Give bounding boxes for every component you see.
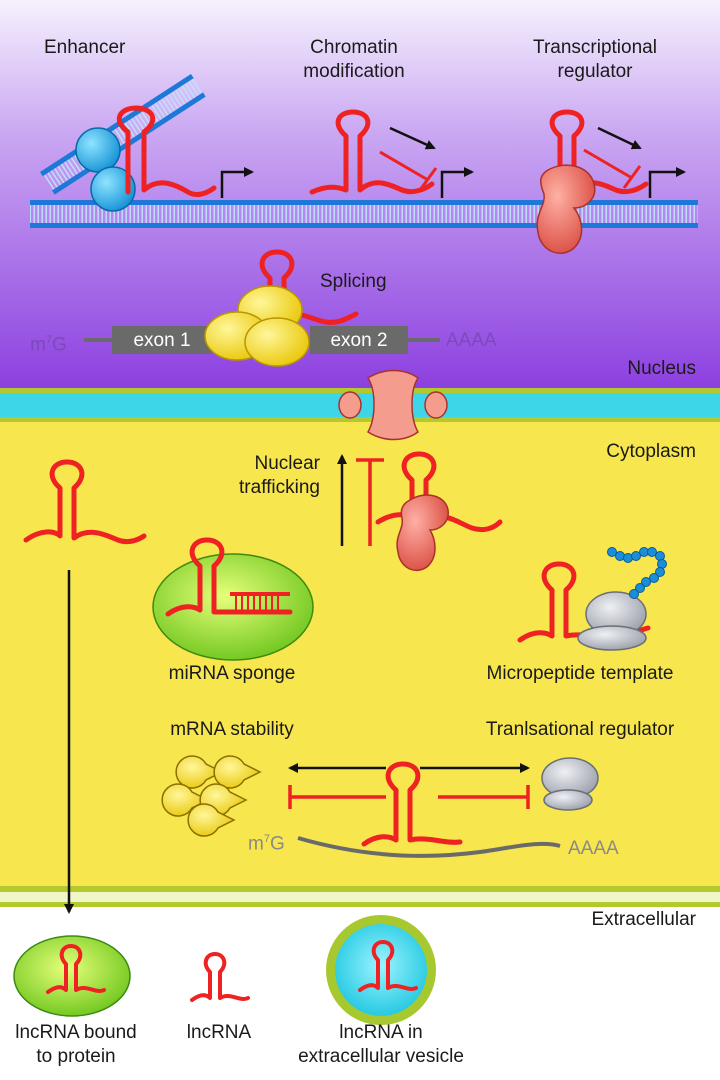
label-bound-1: lncRNA bound: [15, 1022, 137, 1043]
lncrna-regulator-icon: [549, 109, 649, 195]
cap-sup: 7: [45, 334, 52, 346]
enhancer-protein-icon: [90, 166, 136, 212]
label-exon1: exon 1: [133, 330, 191, 351]
polya-label-2: AAAA: [568, 838, 619, 859]
stability-inhibit-icon: [288, 785, 386, 809]
cell-membrane: [0, 886, 720, 907]
label-mrna-stability: mRNA stability: [170, 719, 294, 740]
label-transcriptional-2: regulator: [557, 61, 633, 82]
lncrna-vesicle-icon: [358, 940, 418, 992]
label-extracellular: Extracellular: [591, 909, 696, 930]
protein-bound-vesicle: [13, 935, 131, 1017]
base-pair-ladder: [235, 596, 279, 610]
polya-label: AAAA: [446, 330, 497, 351]
cap-m-2: m: [248, 833, 264, 855]
export-inhibit-icon: [356, 458, 384, 546]
promoter-arrow-icon: [648, 167, 686, 198]
label-cytoplasm: Cytoplasm: [606, 441, 696, 462]
label-transcriptional-1: Transcriptional: [533, 37, 657, 58]
lncrna-splicing-icon: [259, 249, 359, 325]
cap-m: m: [30, 334, 46, 356]
label-mirna-sponge: miRNA sponge: [168, 663, 296, 684]
activation-arrow-icon: [389, 126, 436, 150]
exonuclease-icon: [161, 755, 262, 837]
label-splicing: Splicing: [320, 271, 387, 292]
cap-g-2: G: [269, 833, 285, 855]
activation-arrow-icon: [597, 126, 642, 150]
lncrna-cytoplasm-icon: [23, 459, 147, 545]
label-translational: Tranlsational regulator: [485, 719, 675, 740]
label-nucleus: Nucleus: [627, 358, 696, 379]
cap-label: m7G: [30, 329, 67, 356]
vesicle-lumen: [335, 924, 427, 1016]
lncrna-enhancer-icon: [116, 105, 217, 198]
label-exon2: exon 2: [330, 330, 388, 351]
lncrna-sponge-icon: [165, 537, 293, 617]
label-micropeptide: Micropeptide template: [486, 663, 674, 684]
exon2-box: [310, 326, 408, 354]
inhibit-line: [583, 148, 633, 180]
regulator-protein-icon: [536, 164, 596, 254]
inhibit-line: [379, 150, 429, 182]
label-enhancer: Enhancer: [44, 37, 126, 58]
peptide-chain-icon: [607, 547, 667, 599]
inhibit-bar: [622, 165, 642, 189]
lncrna-regulation-icon: [361, 761, 463, 847]
promoter-arrow-icon: [220, 167, 254, 198]
dna-helix: [30, 200, 698, 228]
inhibit-bar: [418, 167, 438, 191]
ribosome-icon: [577, 591, 647, 651]
label-lncrna: lncRNA: [186, 1022, 252, 1043]
nuclear-pore-icon: [338, 369, 448, 441]
mrna-strand: [297, 836, 561, 858]
lncrna-bound-icon: [46, 944, 106, 994]
label-nuclear-2: trafficking: [239, 477, 320, 498]
lncrna-free-icon: [190, 952, 250, 1002]
label-bound-2: to protein: [36, 1046, 116, 1067]
lncrna-chromatin-icon: [309, 109, 435, 195]
label-chromatin-2: modification: [303, 61, 405, 82]
cap-sup-2: 7: [263, 833, 270, 845]
label-vesicle-1: lncRNA in: [339, 1022, 423, 1043]
spliceosome-icon: [204, 285, 310, 367]
cap-label-2: m7G: [248, 828, 285, 855]
label-vesicle-2: extracellular vesicle: [298, 1046, 464, 1067]
label-chromatin-1: Chromatin: [310, 37, 398, 58]
enhancer-protein-icon: [75, 127, 121, 173]
mirna-sponge-vesicle: [152, 553, 314, 661]
label-nuclear-1: Nuclear: [254, 453, 320, 474]
trafficking-protein-icon: [396, 494, 449, 572]
translation-ribosome-icon: [541, 757, 599, 811]
promoter-arrow-icon: [440, 167, 474, 198]
cap-g: G: [51, 334, 67, 356]
translation-inhibit-icon: [438, 785, 530, 809]
exon1-box: [112, 326, 212, 354]
